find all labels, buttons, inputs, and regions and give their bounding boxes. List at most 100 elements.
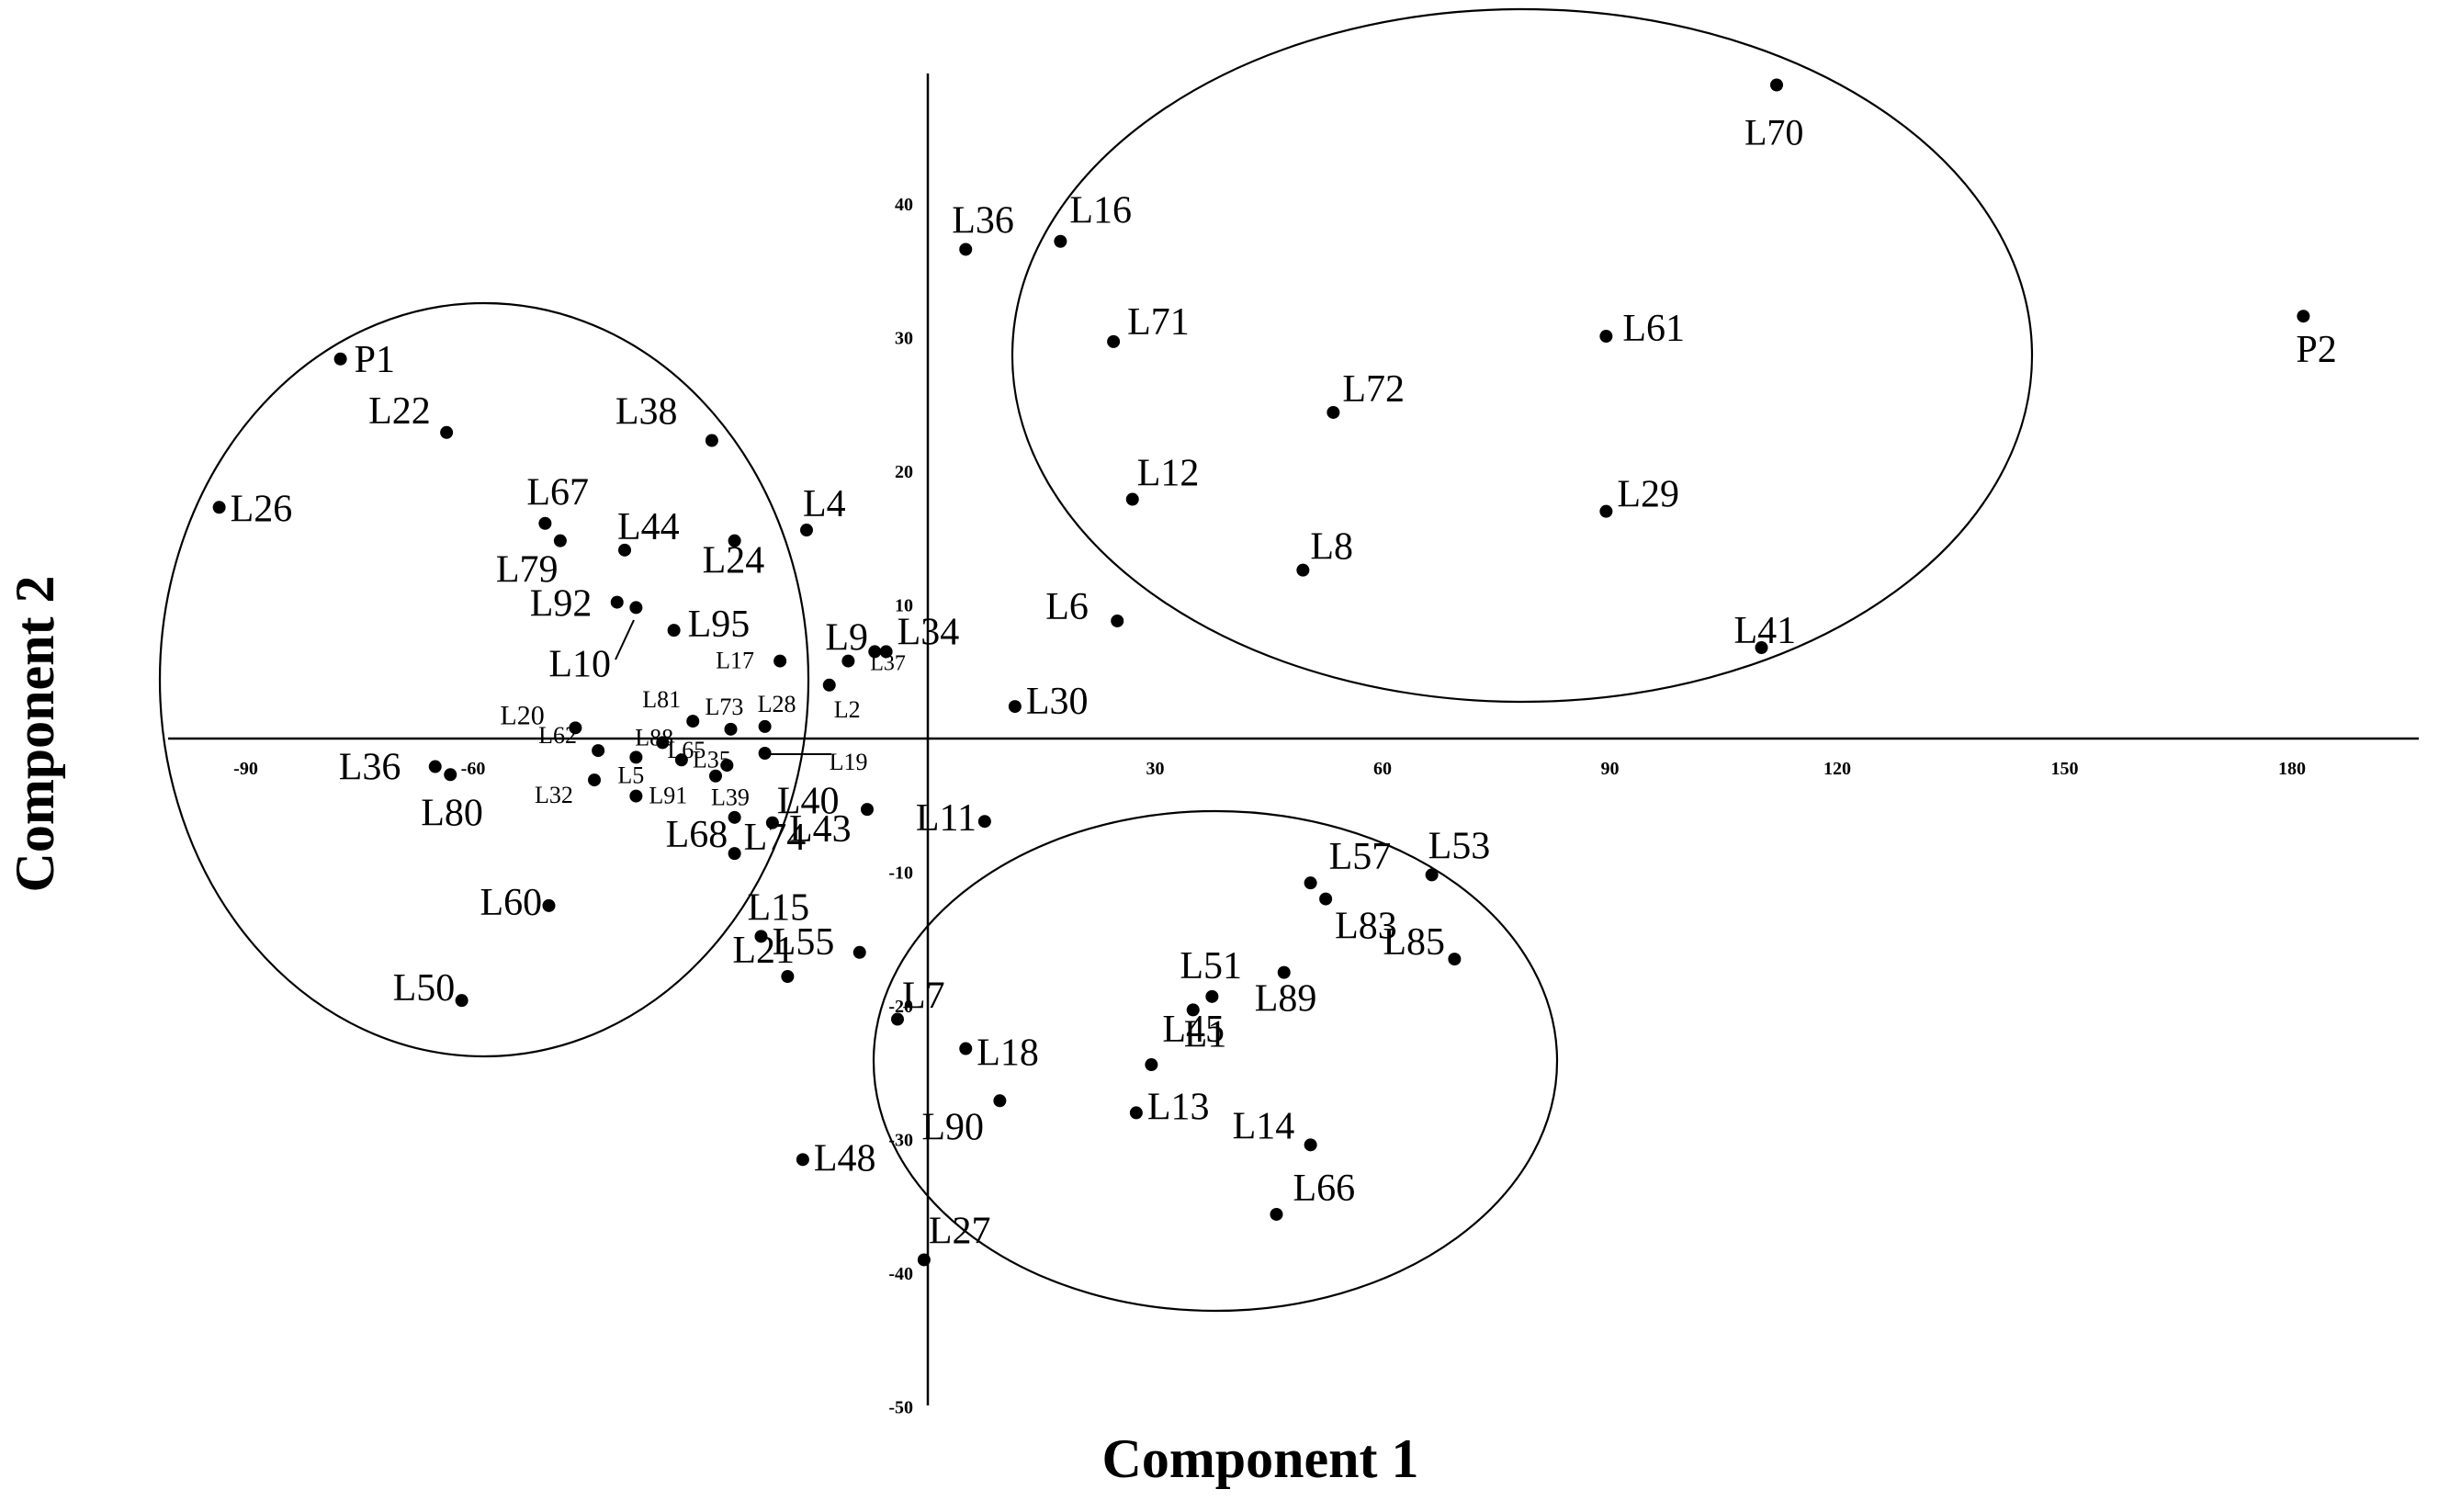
data-point-label: L15 (748, 886, 810, 929)
data-point-label: P2 (2296, 329, 2336, 371)
data-point (674, 753, 688, 767)
data-point-label: L36 (339, 747, 401, 789)
data-point-label: L24 (703, 540, 765, 582)
cluster-ellipse-left (158, 301, 810, 1058)
data-point-label: L16 (1069, 190, 1132, 232)
data-point (629, 789, 643, 803)
data-point (841, 654, 855, 668)
data-point (891, 1012, 904, 1026)
data-point-label: L8 (1310, 526, 1353, 569)
data-point-label: L72 (1342, 368, 1405, 411)
data-point (569, 721, 582, 735)
data-point-label: L45 (1162, 1009, 1225, 1051)
data-point-label: L22 (368, 390, 431, 433)
data-point (1205, 989, 1219, 1003)
data-point (758, 747, 772, 761)
data-point-label: L29 (1617, 474, 1679, 516)
data-point-label: L40 (777, 781, 840, 823)
data-point (822, 678, 836, 692)
data-point (1111, 614, 1124, 627)
data-point (629, 750, 643, 764)
data-point (686, 715, 700, 728)
data-point (1304, 876, 1317, 890)
data-point-label: L74 (744, 817, 807, 859)
data-point-label: L14 (1233, 1105, 1295, 1147)
data-point-label: L60 (480, 882, 543, 924)
data-point (1327, 405, 1340, 419)
y-tick-label: -20 (888, 997, 913, 1017)
data-point (868, 645, 882, 659)
data-point (618, 543, 631, 557)
data-point-label: L35 (693, 746, 731, 773)
data-point (773, 654, 787, 668)
data-point (538, 516, 552, 530)
data-point (212, 501, 226, 514)
data-point-label: L7 (902, 976, 945, 1018)
data-point-label: L66 (1293, 1168, 1356, 1210)
data-point-label: L79 (496, 549, 559, 592)
data-point (1425, 868, 1439, 882)
data-point (959, 243, 973, 256)
data-point (1277, 965, 1291, 979)
data-point-label: L36 (952, 199, 1014, 242)
data-point (724, 722, 738, 736)
x-tick-label: 60 (1373, 759, 1392, 779)
data-point-label: L53 (1428, 825, 1491, 867)
data-point (705, 434, 718, 447)
data-point (720, 759, 734, 773)
y-tick-label: 10 (895, 596, 913, 616)
data-point-label: L83 (1335, 906, 1397, 948)
data-point (428, 760, 442, 773)
data-points (212, 78, 2310, 1267)
data-point (977, 815, 991, 829)
data-point-label: L20 (500, 700, 544, 730)
data-point-label: L38 (615, 391, 678, 434)
x-tick-label: 90 (1601, 759, 1620, 779)
data-point-label: L88 (635, 724, 673, 750)
data-point (629, 601, 643, 615)
x-tick-label: 180 (2278, 759, 2306, 779)
data-point-label: L51 (1180, 945, 1242, 987)
data-point-label: L44 (617, 506, 680, 548)
data-point-label: L50 (393, 967, 456, 1010)
data-point-label: L17 (716, 648, 754, 674)
data-point-label: L62 (538, 722, 577, 749)
data-point (1599, 504, 1613, 518)
data-point (754, 930, 768, 943)
data-point (333, 352, 347, 366)
data-point (709, 769, 722, 783)
data-point-label: L39 (711, 784, 750, 811)
data-point-label: L71 (1127, 301, 1190, 344)
data-point (1270, 1207, 1283, 1221)
data-point (1319, 892, 1333, 906)
data-point (610, 595, 624, 609)
data-point-label: L6 (1045, 586, 1089, 628)
data-point-label: L41 (1734, 610, 1797, 652)
data-point-label: L2 (834, 696, 861, 723)
data-point-label: L18 (977, 1032, 1039, 1075)
data-point-label: L10 (548, 643, 611, 685)
data-point (2297, 310, 2310, 323)
data-point-label: L37 (870, 651, 906, 675)
y-tick-label: 40 (895, 195, 913, 215)
cluster-ellipse-bottom (872, 809, 1559, 1313)
data-point (1008, 700, 1022, 714)
data-point-label: L12 (1137, 453, 1200, 495)
x-tick-label: 150 (2051, 759, 2079, 779)
data-point-label: L43 (789, 808, 852, 851)
data-point (667, 624, 681, 638)
data-point-label: L55 (773, 921, 835, 964)
x-tick-label: 30 (1146, 759, 1165, 779)
data-point-label: P1 (355, 339, 395, 381)
data-point-label: L32 (535, 782, 573, 808)
data-point-label: L95 (688, 604, 751, 646)
data-point (1296, 563, 1310, 577)
data-point (959, 1042, 973, 1055)
data-point (1448, 953, 1462, 966)
data-point-label: L61 (1622, 308, 1685, 350)
data-point-label: L70 (1744, 112, 1803, 153)
data-point-label: L34 (898, 611, 960, 653)
